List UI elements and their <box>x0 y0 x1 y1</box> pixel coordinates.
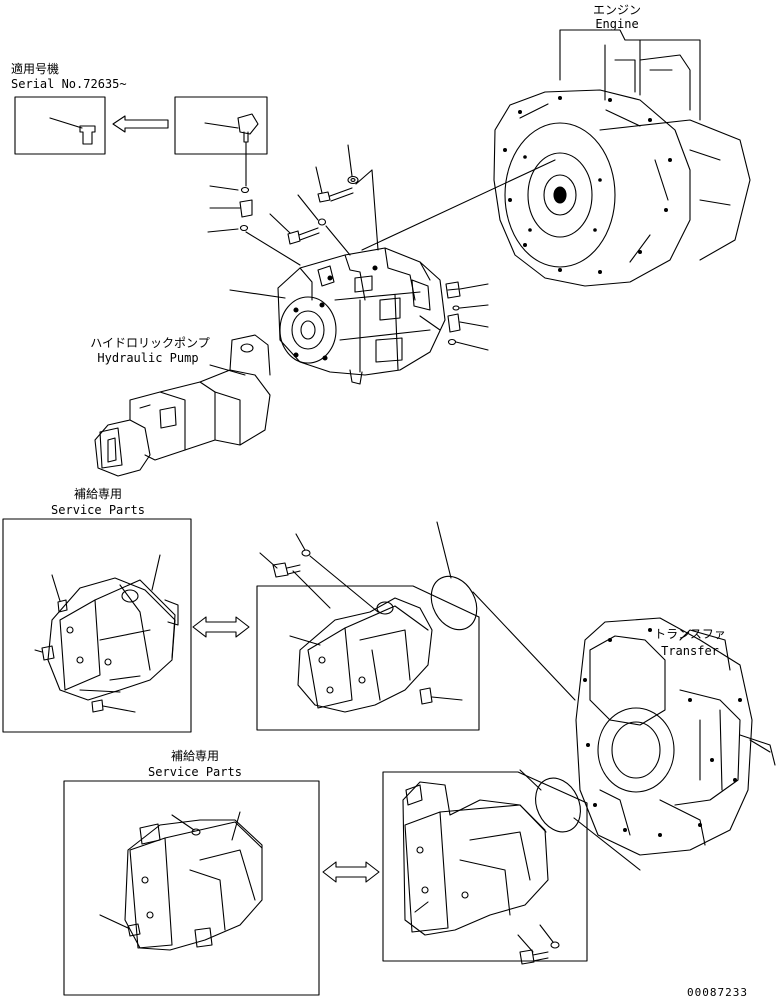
engine-label-jp: エンジン <box>592 3 642 17</box>
pump-label-en: Hydraulic Pump <box>97 351 199 365</box>
service2-label-en: Service Parts <box>148 765 242 779</box>
pump-illustration <box>94 334 271 477</box>
o-ring-2 <box>535 777 581 833</box>
double-arrow-1 <box>192 616 250 638</box>
transfer-label-en: Transfer <box>661 644 719 658</box>
serial-label-en: Serial No.72635~ <box>11 77 127 91</box>
serial-boxes <box>14 96 268 187</box>
pump-assembly-middle <box>256 533 480 731</box>
service1-label-jp: 補給専用 <box>73 487 123 501</box>
service-box-2 <box>63 780 320 996</box>
serial-label-jp: 適用号機 <box>11 62 60 76</box>
drawing-number: 00087233 <box>687 986 748 999</box>
engine-assembly <box>493 29 751 287</box>
transfer-label-jp: トランスファ <box>654 627 726 641</box>
engine-pump-leader <box>361 159 556 251</box>
pump-assembly-lower <box>382 771 588 965</box>
transfer-assembly <box>575 617 776 856</box>
double-arrow-2 <box>322 861 380 883</box>
pump-fittings <box>207 144 489 351</box>
service1-label-en: Service Parts <box>51 503 145 517</box>
hydraulic-pump <box>277 247 446 385</box>
o-ring-1 <box>430 575 478 631</box>
service-box-1 <box>2 518 192 733</box>
engine-label-en: Engine <box>595 17 639 31</box>
pump-label-jp: ハイドロリックポンプ <box>90 336 210 350</box>
service2-label-jp: 補給専用 <box>170 749 220 763</box>
